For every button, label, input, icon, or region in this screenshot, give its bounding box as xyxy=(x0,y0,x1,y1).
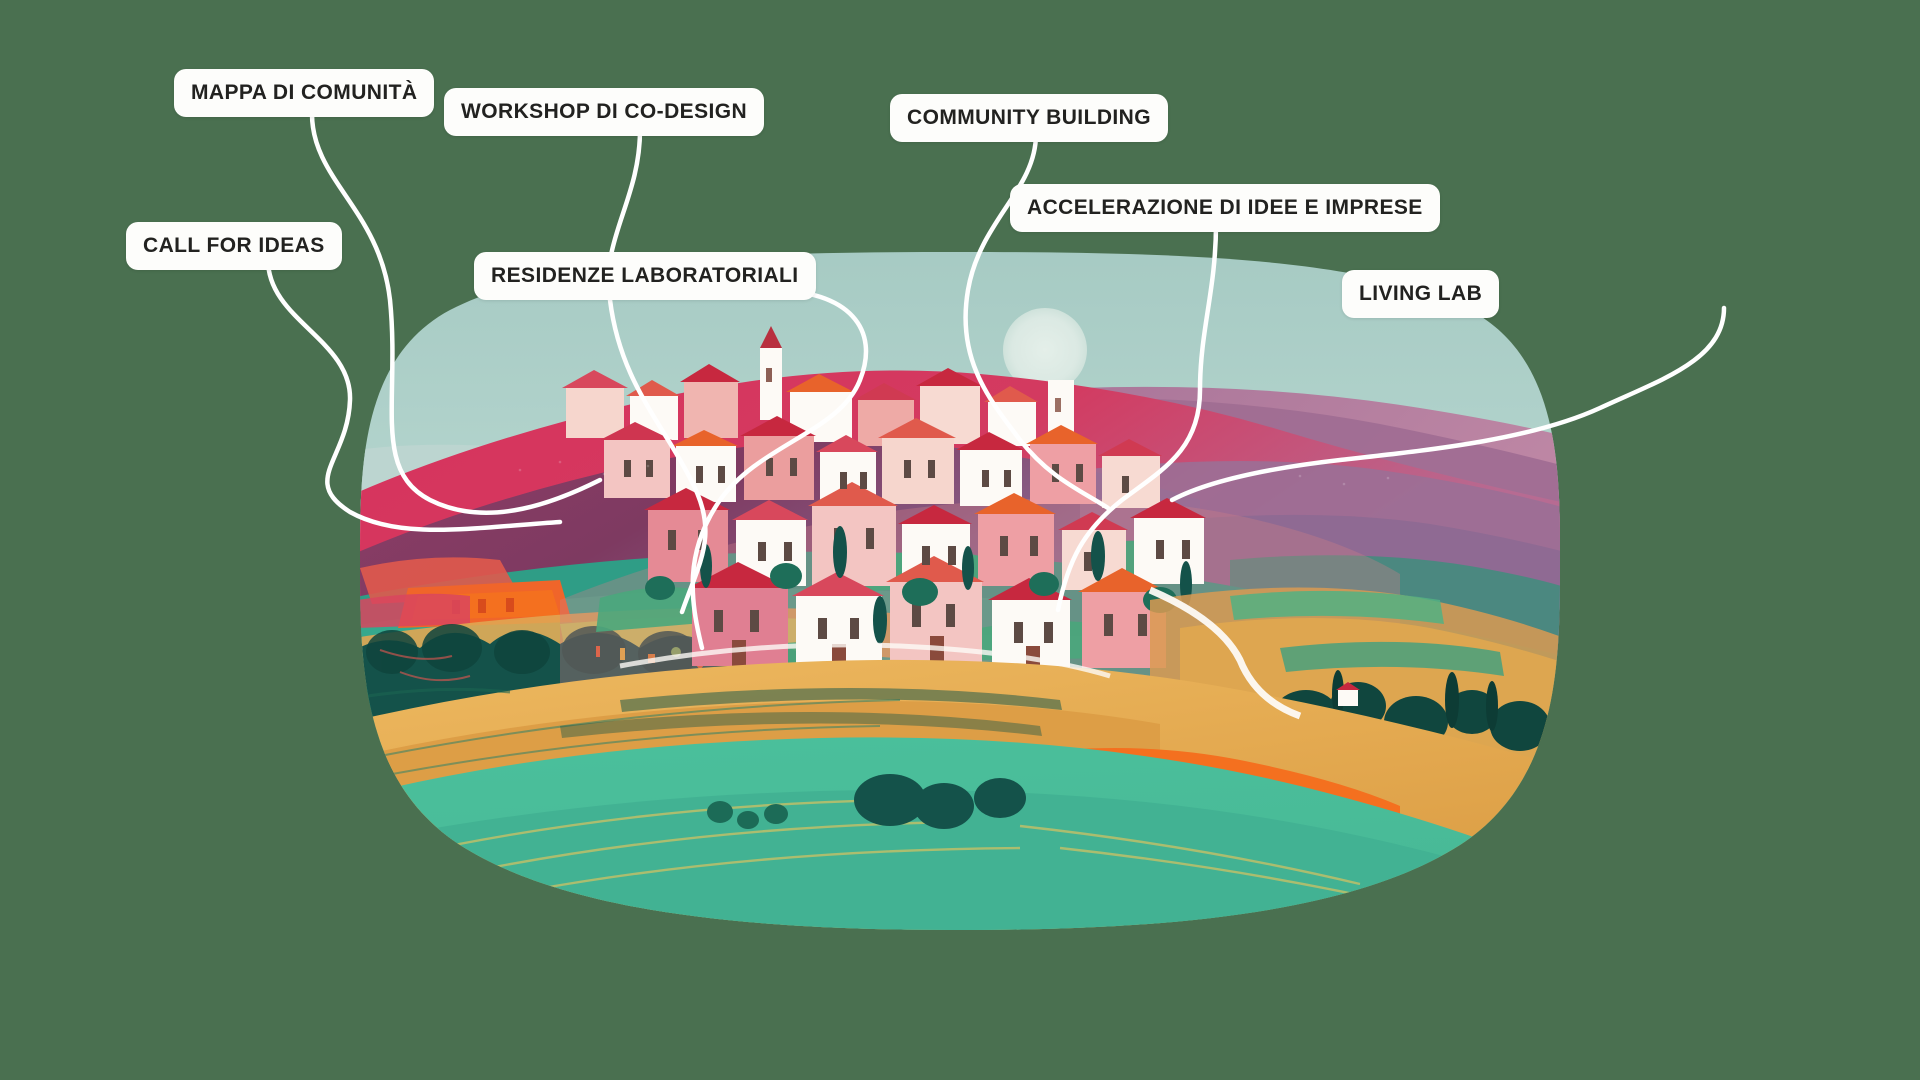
label-workshop-di-co-design[interactable]: WORKSHOP DI CO-DESIGN xyxy=(444,88,765,136)
connector-call-for-ideas xyxy=(265,257,563,532)
label-living-lab[interactable]: LIVING LAB xyxy=(1342,270,1500,318)
connector-living-lab xyxy=(1169,305,1727,503)
label-call-for-ideas[interactable]: CALL FOR IDEAS xyxy=(126,222,342,270)
connector-workshop-di-co-design xyxy=(606,127,708,615)
connector-residenze-laboratoriali xyxy=(690,287,869,651)
sun xyxy=(1003,308,1087,392)
label-accelerazione-di-idee-e-imprese[interactable]: ACCELERAZIONE DI IDEE E IMPRESE xyxy=(1010,184,1440,232)
connector-accelerazione-di-idee-e-imprese xyxy=(1055,221,1219,613)
label-mappa-di-comunita[interactable]: MAPPA DI COMUNITÀ xyxy=(174,69,435,117)
connector-mappa-di-comunita xyxy=(309,111,603,515)
label-community-building[interactable]: COMMUNITY BUILDING xyxy=(890,94,1168,142)
label-residenze-laboratoriali[interactable]: RESIDENZE LABORATORIALI xyxy=(474,252,816,300)
hilltop-village xyxy=(560,326,1400,730)
connector-community-building xyxy=(963,131,1111,511)
